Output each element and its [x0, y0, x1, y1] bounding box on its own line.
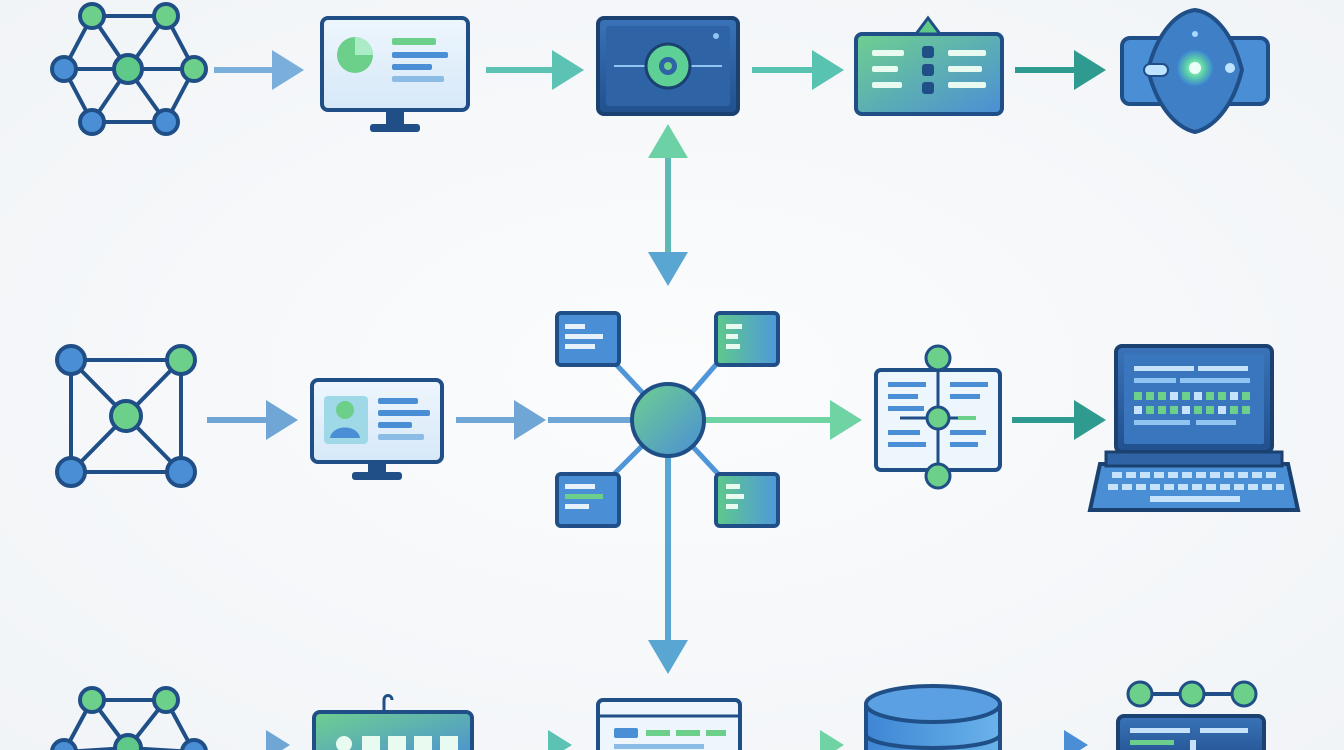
server-rack-icon [854, 15, 1004, 116]
user-monitor-icon [310, 378, 444, 480]
hub-card-top-left [555, 311, 621, 367]
arrow-row3-1 [266, 730, 290, 750]
network-graph-icon [50, 2, 208, 136]
monitor-panel-icon [312, 694, 474, 750]
arrow-row2-4 [1012, 400, 1106, 440]
arrow-row2-1 [207, 400, 298, 440]
laptop-dashboard-icon [1087, 344, 1301, 512]
mesh-network-icon [55, 344, 197, 488]
target-screen-icon [596, 16, 740, 116]
arrow-row3-4 [1064, 730, 1088, 750]
central-hub-icon [548, 358, 722, 478]
monitor-profile-icon [320, 16, 470, 132]
eye-sensor-icon [1120, 7, 1270, 135]
arrow-row2-3 [705, 400, 862, 440]
hub-card-top-right [714, 311, 780, 367]
arrow-row1-3 [752, 50, 844, 90]
arrow-row2-2 [456, 400, 546, 440]
arrow-row3-3 [820, 730, 844, 750]
arrow-row1-4 [1015, 50, 1106, 90]
arrow-row3-2 [548, 730, 572, 750]
arrow-vertical-bottom [648, 458, 688, 674]
browser-window-icon [596, 698, 742, 750]
hub-card-bottom-right [714, 472, 780, 528]
arrow-vertical-top [648, 124, 688, 286]
database-icon [864, 684, 1002, 750]
connected-server-icon [1116, 680, 1266, 750]
hub-card-bottom-left [555, 472, 621, 528]
document-pipeline-icon [874, 344, 1002, 490]
arrow-row1-2 [486, 50, 584, 90]
network-graph-icon-bottom [50, 686, 208, 750]
arrow-row1-1 [214, 50, 304, 90]
